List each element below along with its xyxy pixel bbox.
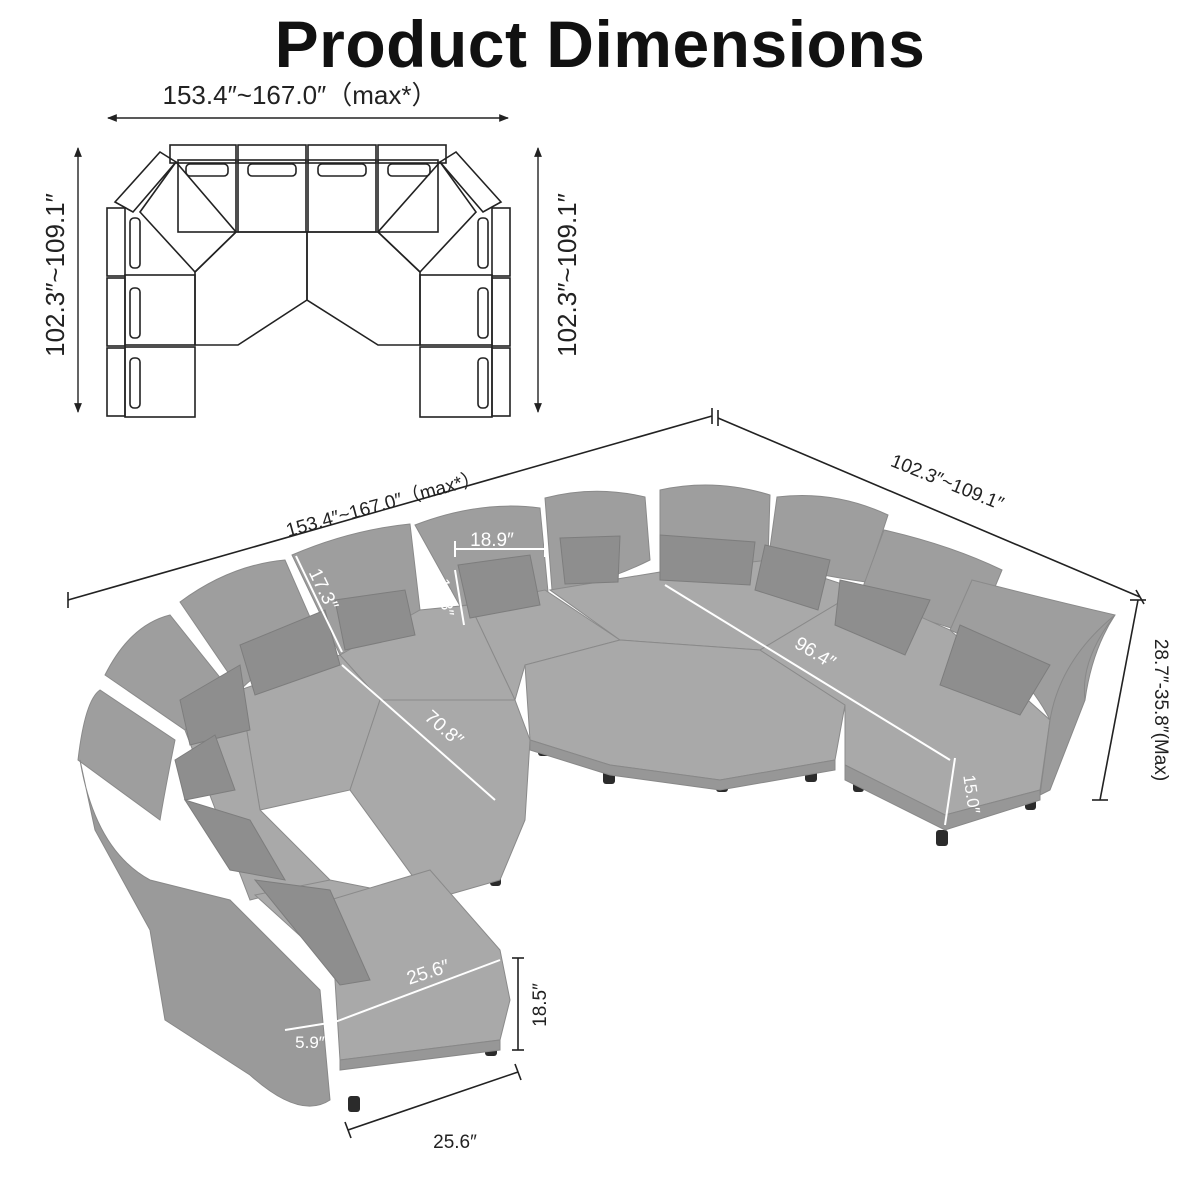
top-right-depth-label: 102.3″~109.1″: [552, 193, 582, 357]
top-width-label: 153.4″~167.0″（max*）: [163, 80, 438, 110]
pillow-width-label: 18.9″: [470, 530, 514, 551]
page-title: Product Dimensions: [274, 7, 926, 81]
inner-dimensions: [284, 541, 956, 1031]
armrest-width-label: 5.9″: [295, 1033, 325, 1052]
main-height-label: 28.7″-35.8″(Max): [1150, 639, 1171, 781]
module-width-label: 25.6″: [433, 1132, 477, 1153]
main-view-dimensions: [67, 408, 1146, 1139]
top-view-drawing: [106, 144, 511, 418]
sofa-illustration: [77, 484, 1116, 1112]
top-left-depth-label: 102.3″~109.1″: [40, 193, 70, 357]
top-view-dimensions: [74, 114, 542, 413]
main-depth-label: 102.3″~109.1″: [888, 451, 1007, 515]
seat-height-label: 18.5″: [530, 983, 551, 1027]
